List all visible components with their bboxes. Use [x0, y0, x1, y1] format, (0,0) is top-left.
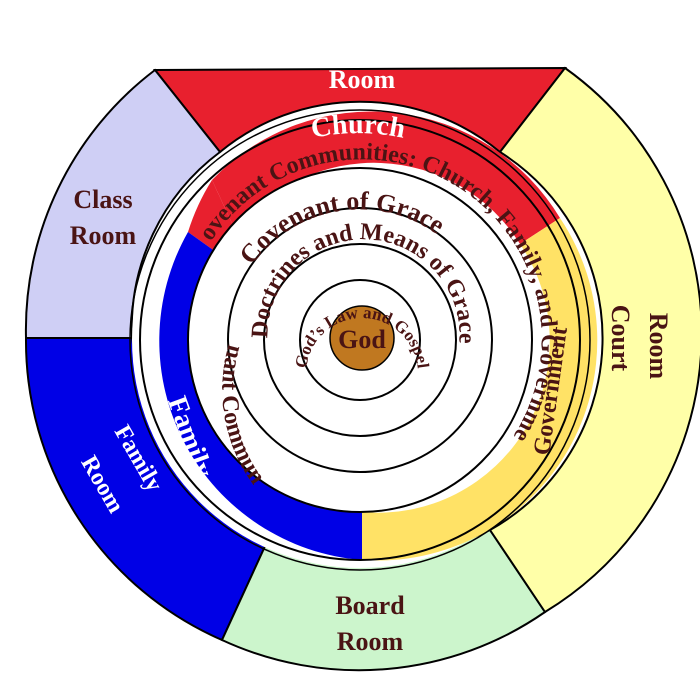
- upper-room-sector: [152, 66, 568, 154]
- church-label: Church: [309, 109, 408, 145]
- court-room-label-1: Court: [606, 305, 635, 372]
- god-label: God: [338, 325, 386, 354]
- law-gospel-circle: [299, 279, 421, 401]
- court-room-label-2: Room: [644, 313, 673, 380]
- church-band: [212, 111, 560, 244]
- god-circle: [329, 305, 395, 371]
- board-room-label-1: Board: [335, 591, 405, 620]
- board-room-label-2: Room: [337, 627, 404, 656]
- doctrines-circle: [263, 243, 457, 437]
- upper-room-label-2: Room: [329, 65, 396, 94]
- institution-ring-outer: [139, 119, 581, 561]
- upper-room-label-1: Upper: [327, 29, 398, 58]
- class-room-label-1: Class: [73, 185, 132, 214]
- institution-ring-inner-line: [129, 109, 591, 571]
- court-room-sector: [488, 66, 700, 614]
- class-room-label-2: Room: [70, 221, 137, 250]
- government-band: [362, 218, 598, 561]
- covenant-grace-circle: [227, 207, 493, 473]
